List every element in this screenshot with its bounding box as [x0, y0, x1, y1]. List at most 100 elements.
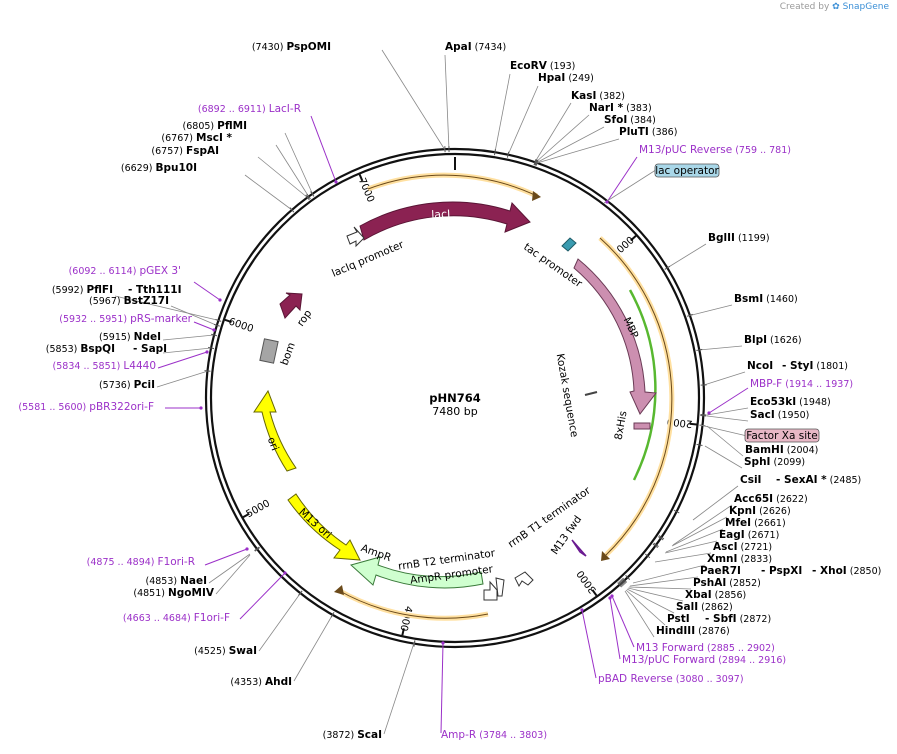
- enzyme-label[interactable]: - Tth111I: [128, 284, 182, 296]
- orf-arc-ampr-core: [337, 589, 489, 619]
- enzyme-name: PstI: [667, 613, 690, 625]
- enzyme-label[interactable]: EagI (2671): [719, 529, 779, 541]
- enzyme-label[interactable]: - StyI (1801): [782, 360, 848, 372]
- enzyme-label[interactable]: - PspXI: [761, 565, 802, 577]
- primer-name: pBAD Reverse: [598, 673, 673, 685]
- enzyme-label[interactable]: SacI (1950): [750, 409, 809, 421]
- primer-label[interactable]: Amp-R (3784 .. 3803): [441, 729, 547, 741]
- enzyme-label[interactable]: MfeI (2661): [725, 517, 786, 529]
- enzyme-cut-mark: [535, 159, 539, 166]
- enzyme-label[interactable]: AscI (2721): [713, 541, 772, 553]
- enzyme-label[interactable]: (4353) AhdI: [230, 676, 292, 688]
- enzyme-label[interactable]: (5992) PflFI: [52, 284, 113, 296]
- enzyme-cut-mark: [657, 536, 664, 541]
- enzyme-label[interactable]: (4851) NgoMIV: [133, 587, 214, 599]
- label-bom: bom: [279, 341, 298, 367]
- boxed-feature-box[interactable]: [744, 428, 820, 443]
- enzyme-label[interactable]: - SexAI * (2485): [776, 474, 861, 486]
- enzyme-cut-mark: [664, 265, 671, 270]
- primer-label[interactable]: (6892 .. 6911) LacI-R: [198, 103, 301, 115]
- enzyme-label[interactable]: PluTI (386): [619, 126, 677, 138]
- enzyme-name: PflFI: [86, 284, 113, 296]
- enzyme-position: (1950): [775, 410, 810, 421]
- enzyme-label[interactable]: PstI: [667, 613, 690, 625]
- enzyme-label[interactable]: ApaI (7434): [445, 41, 506, 53]
- enzyme-label[interactable]: - SbfI (2872): [705, 613, 771, 625]
- primer-label[interactable]: M13/pUC Forward (2894 .. 2916): [622, 654, 786, 666]
- primer-label[interactable]: (4663 .. 4684) F1ori-F: [123, 612, 230, 624]
- enzyme-name: PciI: [134, 379, 155, 391]
- enzyme-label[interactable]: HindIII (2876): [656, 625, 730, 637]
- enzyme-position: (2671): [745, 530, 780, 541]
- enzyme-cut-mark: [686, 313, 693, 317]
- primer-label[interactable]: (6092 .. 6114) pGEX 3': [69, 265, 181, 277]
- enzyme-label[interactable]: BsmI (1460): [734, 293, 798, 305]
- primer-label[interactable]: MBP-F (1914 .. 1937): [750, 378, 853, 390]
- enzyme-label[interactable]: CsiI: [740, 474, 761, 486]
- enzyme-leader-line: [156, 370, 209, 388]
- enzyme-label[interactable]: SalI (2862): [676, 601, 733, 613]
- enzyme-name: SfoI: [604, 114, 627, 126]
- enzyme-leader-line: [215, 554, 251, 595]
- enzyme-label[interactable]: XmnI (2833): [707, 553, 772, 565]
- primer-label[interactable]: (5581 .. 5600) pBR322ori-F: [18, 401, 154, 413]
- enzyme-label[interactable]: - XhoI (2850): [812, 565, 881, 577]
- enzyme-label[interactable]: (7430) PspOMI: [252, 41, 331, 53]
- primer-label[interactable]: pBAD Reverse (3080 .. 3097): [598, 673, 744, 685]
- enzyme-label[interactable]: HpaI (249): [538, 72, 594, 84]
- primer-label[interactable]: (4875 .. 4894) F1ori-R: [87, 556, 195, 568]
- boxed-feature-leader: [699, 424, 746, 436]
- enzyme-cut-mark: [413, 640, 416, 647]
- label-kozak: Kozak sequence: [554, 353, 581, 439]
- enzyme-label[interactable]: Eco53kI (1948): [750, 396, 831, 408]
- enzyme-label[interactable]: BamHI (2004): [745, 444, 818, 456]
- enzyme-label[interactable]: (5736) PciI: [99, 379, 155, 391]
- enzyme-cut-mark: [673, 509, 680, 514]
- primer-label[interactable]: M13/pUC Reverse (759 .. 781): [639, 144, 791, 156]
- enzyme-label[interactable]: SphI (2099): [744, 456, 805, 468]
- enzyme-label[interactable]: PaeR7I: [700, 565, 741, 577]
- primer-label[interactable]: (5834 .. 5851) L4440: [53, 360, 156, 372]
- primer-leader-line: [193, 281, 221, 301]
- enzyme-label[interactable]: - SapI: [133, 343, 167, 355]
- enzyme-name: SbfI: [713, 613, 737, 625]
- enzyme-name: SapI: [141, 343, 167, 355]
- primer-label[interactable]: M13 Forward (2885 .. 2902): [636, 642, 775, 654]
- enzyme-label[interactable]: Acc65I (2622): [734, 493, 808, 505]
- enzyme-label[interactable]: PshAI (2852): [693, 577, 761, 589]
- enzyme-label[interactable]: (5853) BspQI: [46, 343, 115, 355]
- feature-rrnb-t1-icon: [514, 571, 534, 588]
- enzyme-label[interactable]: EcoRV (193): [510, 60, 575, 72]
- feature-kozak-mark: [584, 391, 598, 396]
- enzyme-position: (2852): [726, 578, 761, 589]
- feature-rop-arrow: [279, 292, 303, 319]
- enzyme-label[interactable]: (6767) MscI *: [161, 132, 232, 144]
- features: [253, 201, 657, 601]
- enzyme-label[interactable]: (3872) ScaI: [323, 729, 382, 741]
- enzyme-position: (384): [627, 115, 656, 126]
- enzyme-label[interactable]: (6757) FspAI: [151, 145, 219, 157]
- enzyme-label[interactable]: KasI (382): [571, 90, 625, 102]
- enzyme-label[interactable]: NarI * (383): [589, 102, 652, 114]
- enzyme-cut-mark: [696, 443, 703, 447]
- enzyme-cut-mark: [305, 194, 310, 201]
- snapgene-logo-icon: ✿: [832, 2, 840, 12]
- enzyme-name: EagI: [719, 529, 745, 541]
- enzyme-label[interactable]: XbaI (2856): [685, 589, 746, 601]
- enzyme-label[interactable]: BglII (1199): [708, 232, 770, 244]
- feature-m13-fwd-primer-icon: [571, 539, 587, 557]
- enzyme-label[interactable]: (4853) NaeI: [145, 575, 207, 587]
- enzyme-label[interactable]: (6805) PflMI: [183, 120, 247, 132]
- enzyme-label[interactable]: BlpI (1626): [744, 334, 802, 346]
- enzyme-label[interactable]: NcoI: [747, 360, 773, 372]
- enzyme-label[interactable]: (6629) Bpu10I: [121, 162, 197, 174]
- enzyme-name: HpaI: [538, 72, 565, 84]
- enzyme-label[interactable]: (5967) BstZ17I: [89, 295, 169, 307]
- boxed-feature-box[interactable]: [654, 163, 720, 178]
- enzyme-label[interactable]: (4525) SwaI: [194, 645, 257, 657]
- enzyme-leader-line: [381, 49, 446, 151]
- enzyme-label[interactable]: KpnI (2626): [729, 505, 791, 517]
- enzyme-label[interactable]: SfoI (384): [604, 114, 656, 126]
- primer-label[interactable]: (5932 .. 5951) pRS-marker: [59, 313, 192, 325]
- enzyme-label[interactable]: (5915) NdeI: [99, 331, 161, 343]
